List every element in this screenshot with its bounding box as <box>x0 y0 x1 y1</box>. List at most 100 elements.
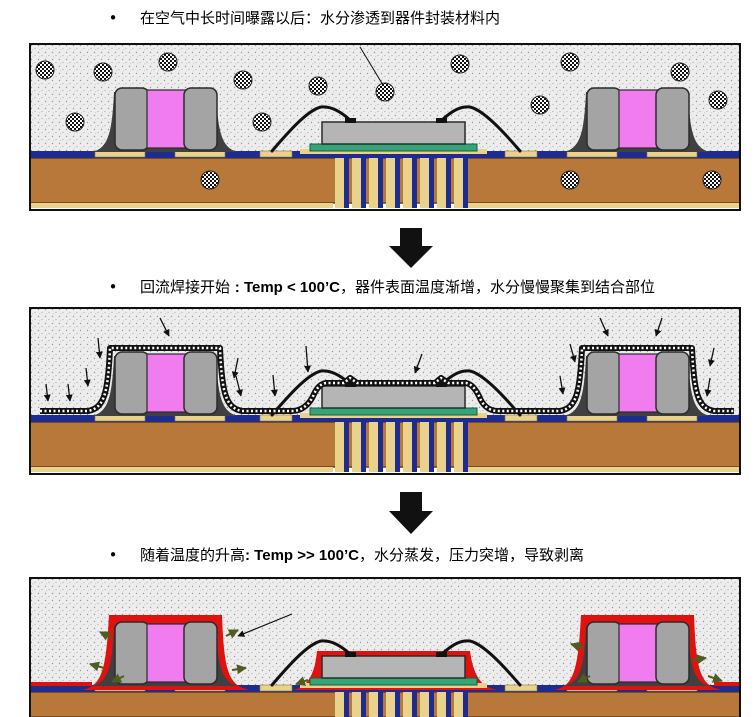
delamination-arrow <box>89 661 105 672</box>
via-copper <box>369 420 378 472</box>
substrate-trace-layer <box>30 415 740 422</box>
via-copper <box>369 156 378 208</box>
pcb-bottom-copper <box>467 203 740 208</box>
via-copper <box>437 690 446 717</box>
via-barrel <box>378 420 383 472</box>
bond-wire-left <box>270 105 352 153</box>
caption-reflow-start: • 回流焊接开始 : Temp < 100’C，器件表面温度渐增，水分慢慢聚集到… <box>106 277 746 297</box>
panel-reflow-start <box>29 307 741 475</box>
moisture-bead-dots <box>40 346 734 413</box>
moisture-flow-arrows <box>43 317 715 402</box>
delamination-arrow <box>111 673 125 683</box>
caption-text: 在空气中长时间曝露以后：水分渗透到器件封装材料内 <box>140 9 501 27</box>
pcb-bottom-copper <box>30 467 333 472</box>
component-terminal-right <box>655 351 690 415</box>
bullet: • <box>108 278 118 296</box>
caption-prefix: 回流焊接开始 <box>140 278 235 296</box>
via-barrel <box>446 420 451 472</box>
moisture-droplet <box>560 170 580 190</box>
panel-frame <box>29 307 741 475</box>
delamination-substrate-right <box>714 682 740 686</box>
moisture-droplet <box>708 90 728 110</box>
via-barrel <box>463 690 468 717</box>
caption-delamination: • 随着温度的升高: Temp >> 100’C，水分蒸发，压力突增，导致剥离 <box>106 545 746 565</box>
moisture-droplets <box>35 52 728 190</box>
caption-suffix: ，器件表面温度渐增，水分慢慢聚集到结合部位 <box>339 278 655 296</box>
moisture-flow-arrow <box>83 367 91 387</box>
via-barrel <box>429 690 434 717</box>
moisture-droplet <box>65 112 85 132</box>
via-barrel <box>378 156 383 208</box>
delamination-arrow <box>295 676 309 686</box>
bond-wire-right <box>440 369 522 417</box>
component-body <box>618 89 659 149</box>
delamination-arrow <box>570 641 585 652</box>
silicon-die <box>321 655 466 679</box>
moisture-flow-arrow <box>599 317 609 337</box>
via-copper <box>454 690 463 717</box>
via-barrel <box>463 156 468 208</box>
moisture-flow-arrow <box>231 357 239 379</box>
substrate-trace-layer <box>30 151 740 158</box>
via-barrel <box>395 156 400 208</box>
solder-pad <box>259 684 293 692</box>
moisture-droplet <box>530 95 550 115</box>
moisture-flow-arrow <box>159 317 170 337</box>
component-terminal-left <box>114 351 150 415</box>
component-body <box>146 623 187 683</box>
delamination-arrow <box>231 664 247 675</box>
solder-pad <box>259 150 293 158</box>
component-terminal-left <box>586 87 622 151</box>
moisture-droplet <box>702 170 722 190</box>
via-copper <box>420 690 429 717</box>
via-copper <box>403 420 412 472</box>
via-copper <box>454 420 463 472</box>
pcb-laminate <box>29 157 741 204</box>
caption-prefix: 随着温度的升高 <box>140 546 246 564</box>
bond-wire-left <box>270 369 352 417</box>
moisture-flow-arrow <box>558 375 566 395</box>
moisture-droplet <box>308 76 328 96</box>
caption-temperature: : Temp < 100’C <box>234 279 340 296</box>
caption-text: 随着温度的升高: Temp >> 100’C，水分蒸发，压力突增，导致剥离 <box>140 545 584 566</box>
capacitor-right <box>564 87 710 152</box>
via-barrel <box>378 690 383 717</box>
pcb-bottom-copper <box>30 203 333 208</box>
caption-temperature: : Temp >> 100’C <box>245 547 359 564</box>
moisture-flow-arrow <box>65 383 73 402</box>
via-copper <box>437 420 446 472</box>
via-copper <box>386 420 395 472</box>
component-body <box>618 623 659 683</box>
via-barrel <box>361 690 366 717</box>
caption-suffix: ，水分蒸发，压力突增，导致剥离 <box>358 546 584 564</box>
panel-frame <box>29 43 741 211</box>
delamination-arrow <box>707 673 723 683</box>
capacitor-left <box>92 87 238 152</box>
panel-delamination <box>29 577 741 717</box>
component-terminal-right <box>183 87 218 151</box>
die-attach-layer <box>309 677 478 686</box>
capacitor-left <box>92 621 238 686</box>
ic-die-assembly <box>270 105 522 154</box>
via-copper <box>420 156 429 208</box>
via-copper <box>386 690 395 717</box>
moisture-droplet <box>670 62 690 82</box>
via-copper <box>352 420 361 472</box>
delamination-arrow <box>99 631 113 641</box>
via-barrel <box>344 690 349 717</box>
delamination-arrows <box>89 629 723 686</box>
caption-moisture-absorption: • 在空气中长时间曝露以后：水分渗透到器件封装材料内 <box>106 8 746 28</box>
down-arrow-1 <box>389 228 433 268</box>
die-attach-layer <box>309 143 478 152</box>
component-terminal-right <box>655 87 690 151</box>
thermal-vias <box>335 690 468 717</box>
thermal-vias <box>335 156 468 208</box>
component-terminal-right <box>183 621 218 685</box>
capacitor-left <box>92 351 238 416</box>
component-terminal-left <box>114 621 150 685</box>
moisture-flow-arrow <box>413 353 423 374</box>
via-copper <box>352 690 361 717</box>
bullet: • <box>108 546 118 564</box>
